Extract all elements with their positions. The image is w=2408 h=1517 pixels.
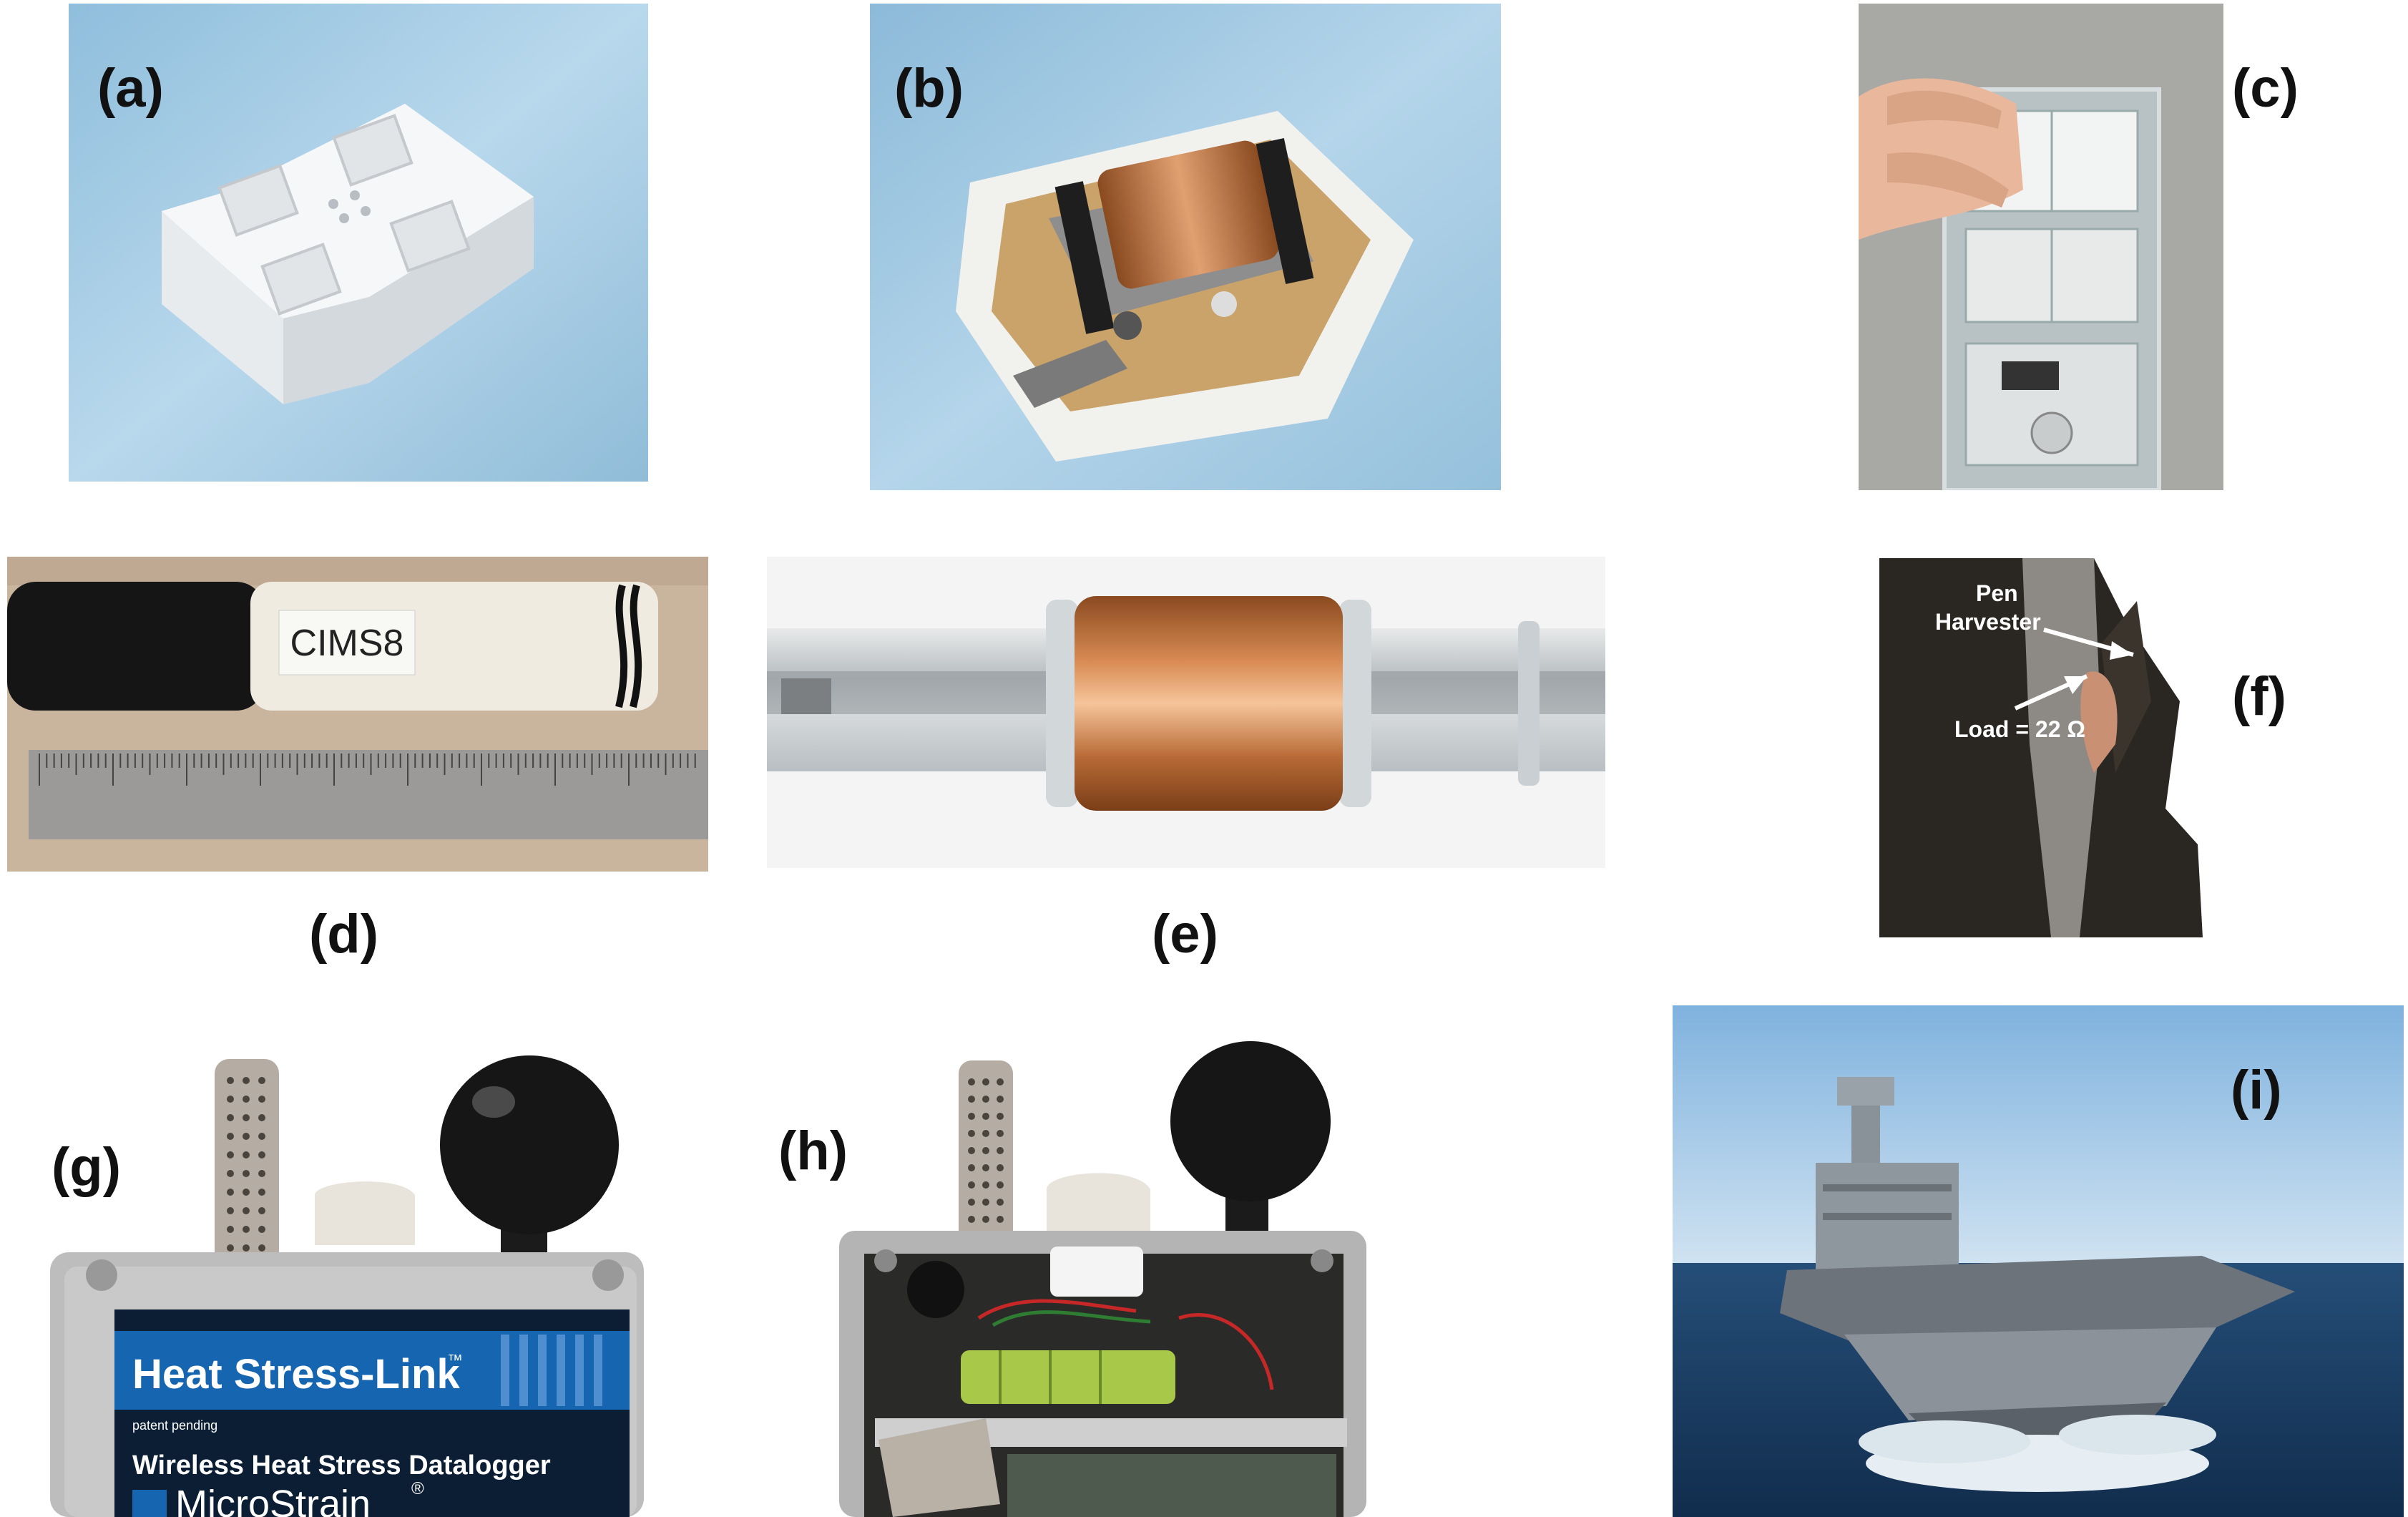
panel-label-e: (e) xyxy=(1152,904,1218,965)
ruler-ticks xyxy=(39,753,696,786)
maker-text: MicroStrain xyxy=(175,1483,371,1517)
panel-label-f: (f) xyxy=(2232,666,2286,727)
stripes xyxy=(501,1335,602,1406)
perforations xyxy=(227,1077,265,1270)
brand-trademark: ™ xyxy=(447,1351,463,1369)
panel-b-coil-module xyxy=(870,4,1501,490)
panel-g-datalogger-closed: Heat Stress-Link ™ patent pending Wirele… xyxy=(43,1016,644,1517)
panel-c-wall-switches xyxy=(1859,4,2223,490)
annotation-harvester: Harvester xyxy=(1935,609,2041,635)
panel-i-aircraft-carrier xyxy=(1673,1005,2404,1517)
panel-label-g: (g) xyxy=(52,1137,122,1198)
panel-label-a: (a) xyxy=(97,58,164,119)
panel-h-datalogger-open xyxy=(836,1018,1366,1517)
panel-label-d: (d) xyxy=(309,904,379,965)
brand-title: Heat Stress-Link xyxy=(132,1351,460,1398)
panel-label-c: (c) xyxy=(2232,58,2299,119)
panel-label-i: (i) xyxy=(2231,1060,2282,1121)
product-text: Wireless Heat Stress Datalogger xyxy=(132,1450,551,1481)
maker-registered: ® xyxy=(411,1479,424,1498)
panel-e-coil-tube xyxy=(767,557,1605,868)
panel-d-tube-ruler: CIMS8 xyxy=(7,557,708,872)
panel-label-b: (b) xyxy=(894,58,964,119)
perforations xyxy=(968,1078,1004,1240)
annotation-pen: Pen xyxy=(1976,580,2018,606)
panel-label-h: (h) xyxy=(778,1121,848,1181)
tube-label: CIMS8 xyxy=(290,623,404,664)
panel-a-switch-module xyxy=(69,4,648,482)
annotation-load: Load = 22 Ω xyxy=(1954,716,2085,742)
patent-text: patent pending xyxy=(132,1418,217,1433)
panel-f-pen-harvester: Pen Harvester Load = 22 Ω xyxy=(1879,558,2203,937)
